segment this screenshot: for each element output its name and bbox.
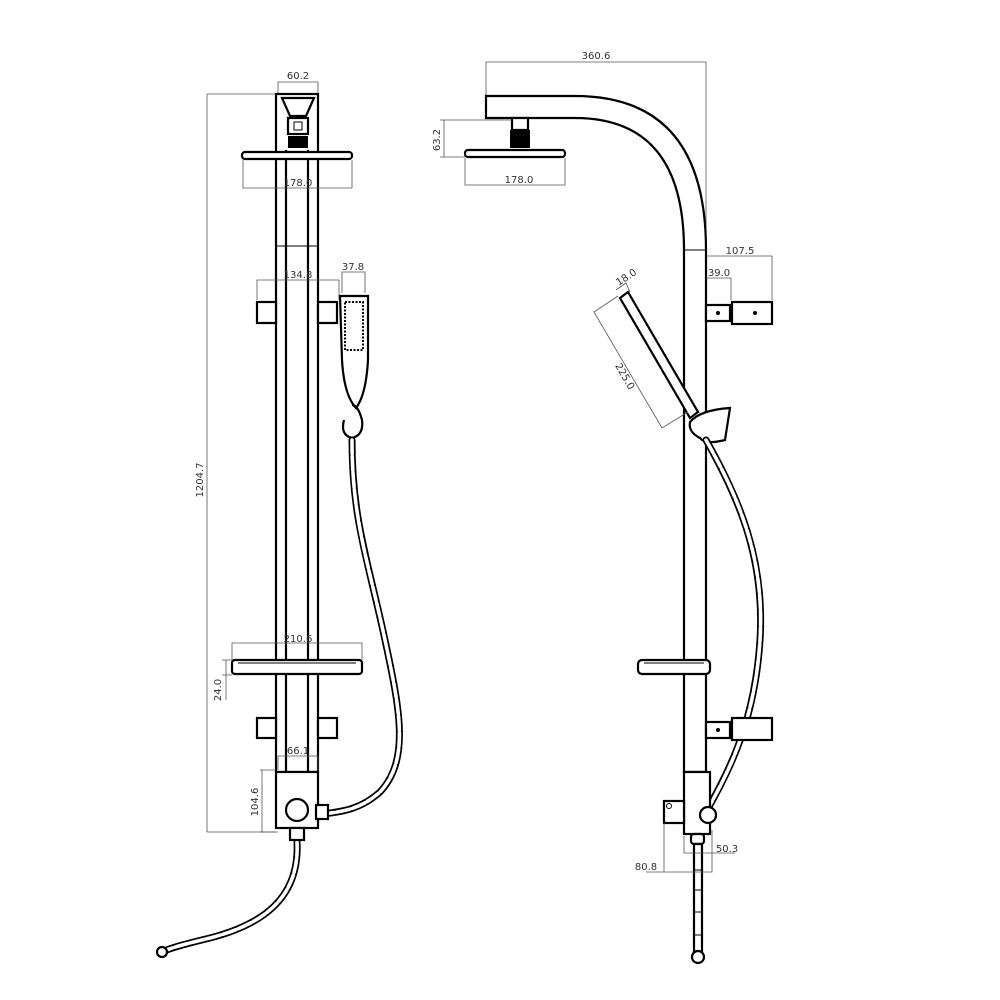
side-view: 360.6 63.2 178.0 107.5 39.0 [432,51,774,965]
svg-text:178.0: 178.0 [505,175,534,186]
dim-head-width: 178.0 [242,160,353,189]
front-view: 1204.7 60.2 178.0 134.8 [155,71,403,959]
hand-shower: 37.8 [338,262,370,440]
side-shower-head: 63.2 178.0 [432,116,567,186]
side-hand-shower: 18.0 225.0 [593,267,732,444]
svg-text:107.5: 107.5 [726,246,755,257]
svg-text:225.0: 225.0 [612,362,636,392]
svg-text:50.3: 50.3 [716,844,738,855]
svg-text:37.8: 37.8 [342,262,364,273]
svg-text:66.1: 66.1 [287,746,309,757]
svg-text:104.6: 104.6 [250,788,261,817]
svg-text:63.2: 63.2 [432,129,443,151]
side-soap-tray [636,658,712,676]
svg-text:1204.7: 1204.7 [195,463,206,498]
dim-arm-reach: 360.6 [485,51,707,250]
side-mixer-valve: 50.3 80.8 [635,770,738,965]
svg-text:134.8: 134.8 [284,270,313,281]
svg-text:210.6: 210.6 [284,634,313,645]
side-lower-bracket [704,716,774,742]
lower-wall-brackets [255,716,339,740]
svg-text:178.0: 178.0 [284,178,313,189]
head-connector [280,96,316,148]
shower-head-plate [240,150,354,161]
hose-front [155,436,403,959]
side-upper-bracket: 107.5 39.0 [704,246,774,326]
svg-text:360.6: 360.6 [582,51,611,62]
svg-text:39.0: 39.0 [708,268,730,279]
hose-side [702,436,765,816]
soap-tray: 210.6 24.0 [213,634,364,701]
svg-text:60.2: 60.2 [287,71,309,82]
dim-top-box-width: 60.2 [277,71,319,94]
upper-wall-brackets: 134.8 [255,270,340,325]
dim-total-height: 1204.7 [195,93,278,833]
svg-text:24.0: 24.0 [213,679,224,701]
svg-text:80.8: 80.8 [635,862,657,873]
mixer-valve: 66.1 104.6 [250,746,330,842]
